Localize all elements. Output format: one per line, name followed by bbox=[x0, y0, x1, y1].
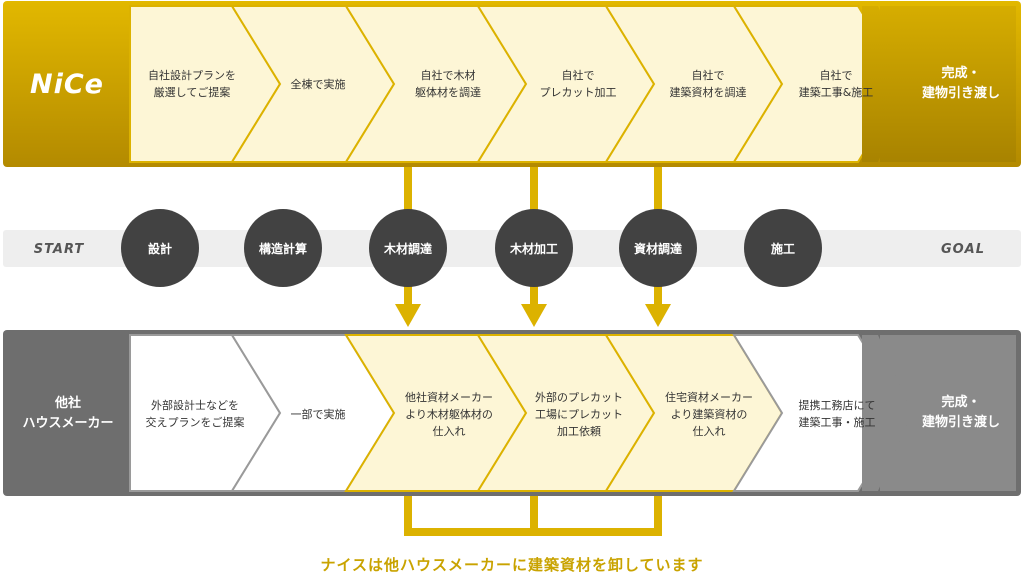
nice-step-2: 全棟で実施 bbox=[290, 77, 346, 91]
phase-construction: 施工 bbox=[770, 241, 795, 256]
flow-start-label: START bbox=[33, 241, 85, 257]
flow-goal-label: GOAL bbox=[940, 241, 986, 257]
other-step-4: 外部のプレカット 工場にプレカット 加工依頼 bbox=[535, 390, 623, 438]
other-goal-label: 完成・ 建物引き渡し bbox=[921, 395, 1000, 430]
nice-step-3: 自社で木材 躯体材を調達 bbox=[415, 69, 481, 99]
connector-arrow-2 bbox=[521, 304, 547, 327]
nice-step-1: 自社設計プランを 厳選してご提案 bbox=[148, 69, 236, 99]
bottom-caption: ナイスは他ハウスメーカーに建築資材を卸しています bbox=[320, 555, 704, 574]
nice-logo: NiCe bbox=[30, 68, 104, 100]
connector-arrow-3 bbox=[645, 304, 671, 327]
phase-circle-4 bbox=[495, 209, 573, 287]
nice-goal-tip bbox=[862, 6, 912, 162]
connector-arrow-1 bbox=[395, 304, 421, 327]
nice-step-6: 自社で 建築工事&施工 bbox=[798, 69, 874, 99]
phase-design: 設計 bbox=[147, 241, 172, 256]
other-goal-tip bbox=[862, 335, 912, 491]
other-step-3: 他社資材メーカー より木材躯体材の 仕入れ bbox=[405, 390, 493, 438]
other-step-6: 提携工務店にて 建築工事・施工 bbox=[798, 399, 876, 429]
nice-step-5: 自社で 建築資材を調達 bbox=[669, 69, 747, 99]
phase-circle-1 bbox=[121, 209, 199, 287]
nice-step-4: 自社で プレカット加工 bbox=[539, 69, 617, 99]
supply-bracket bbox=[404, 496, 662, 536]
other-step-1: 外部設計士などを 交えプランをご提案 bbox=[145, 399, 245, 429]
other-step-2: 一部で実施 bbox=[290, 407, 346, 421]
phase-structural-calc: 構造計算 bbox=[258, 241, 307, 256]
other-step-5: 住宅資材メーカー より建築資材の 仕入れ bbox=[665, 390, 753, 438]
other-row-label: 他社 ハウスメーカー bbox=[22, 396, 114, 431]
phase-circle-2 bbox=[244, 209, 322, 287]
phase-materials-procurement: 資材調達 bbox=[633, 241, 682, 256]
phase-circle-6 bbox=[744, 209, 822, 287]
phase-timber-procurement: 木材調達 bbox=[383, 241, 432, 256]
phase-circle-5 bbox=[619, 209, 697, 287]
nice-goal-label: 完成・ 建物引き渡し bbox=[921, 66, 1000, 101]
phase-circle-3 bbox=[369, 209, 447, 287]
phase-timber-processing: 木材加工 bbox=[509, 241, 558, 256]
